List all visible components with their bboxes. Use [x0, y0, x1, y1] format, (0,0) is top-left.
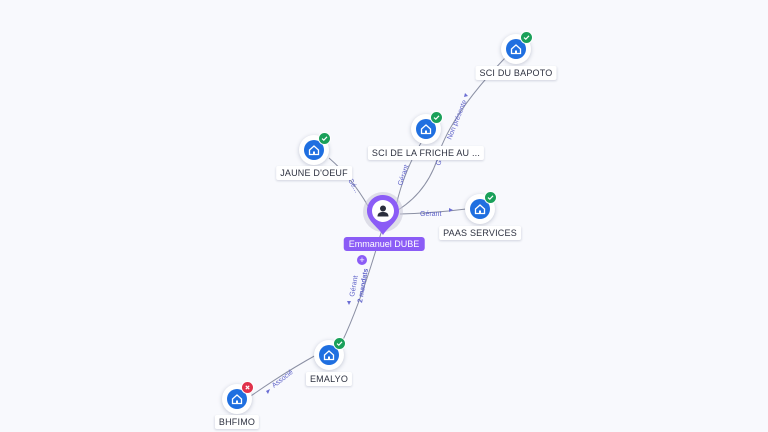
edge-label-emalyo: Gérant — [349, 275, 360, 297]
building-icon — [304, 140, 324, 160]
building-icon — [506, 39, 526, 59]
person-name-label: Emmanuel DUBE — [343, 237, 425, 251]
company-label-paas-services: PAAS SERVICES — [439, 226, 521, 240]
building-icon — [227, 389, 247, 409]
edge-label-friche: Gérant — [397, 164, 410, 187]
edge-label-jaune: Gé... — [346, 178, 360, 195]
active-check-icon — [520, 31, 533, 44]
arrow-emalyo — [347, 301, 351, 305]
company-node-sci-de-la-friche[interactable] — [411, 111, 443, 144]
building-icon — [470, 199, 490, 219]
edge-label-emalyo-mandats: 2 mandats — [357, 268, 370, 303]
edge-label-bhfimo: Associé — [271, 369, 295, 390]
arrow-bapoto — [464, 93, 468, 97]
company-node-bhfimo[interactable] — [222, 381, 254, 414]
active-check-icon — [318, 132, 331, 145]
active-check-icon — [333, 337, 346, 350]
company-label-sci-du-bapoto: SCI DU BAPOTO — [475, 66, 557, 80]
arrow-bhfimo — [266, 389, 270, 394]
company-label-jaune-d-oeuf: JAUNE D'OEUF — [276, 166, 352, 180]
building-icon — [319, 345, 339, 365]
edge-label-non-presente: Non présente — [446, 99, 468, 141]
edge-bhfimo — [247, 353, 319, 399]
expand-button[interactable]: + — [357, 255, 367, 265]
person-icon — [377, 205, 389, 217]
company-node-emalyo[interactable] — [314, 337, 346, 370]
edge-label-paas: Gérant — [420, 211, 441, 218]
closed-cross-icon — [241, 381, 254, 394]
company-label-emalyo: EMALYO — [305, 372, 353, 386]
company-node-paas-services[interactable] — [465, 191, 497, 224]
company-node-sci-du-bapoto[interactable] — [501, 31, 533, 64]
active-check-icon — [430, 111, 443, 124]
active-check-icon — [484, 191, 497, 204]
building-icon — [416, 119, 436, 139]
edge-paas-services — [399, 208, 467, 215]
arrow-paas — [449, 208, 453, 212]
person-pin[interactable] — [366, 194, 400, 236]
company-label-sci-de-la-friche: SCI DE LA FRICHE AU ... — [367, 146, 485, 160]
company-label-bhfimo: BHFIMO — [214, 415, 260, 429]
company-node-jaune-d-oeuf[interactable] — [299, 132, 331, 165]
